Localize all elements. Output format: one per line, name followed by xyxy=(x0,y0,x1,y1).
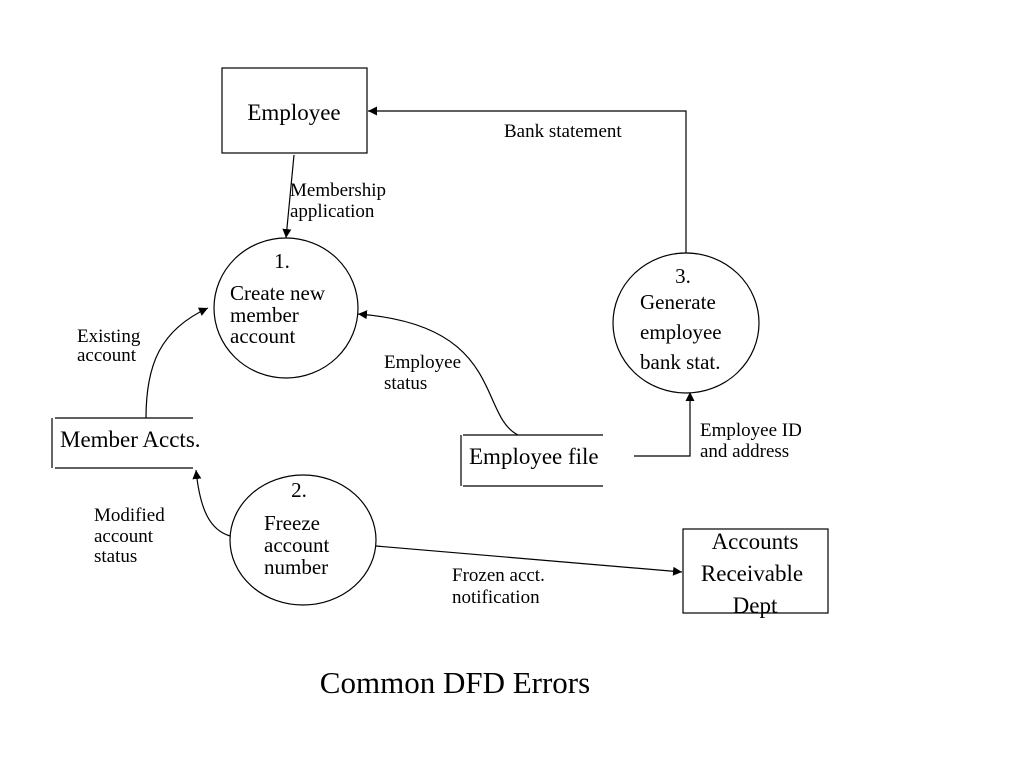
flow-employee-status-label-1: Employee xyxy=(384,352,461,373)
process-2-number: 2. xyxy=(291,478,307,502)
flow-employee-id-address-label-2: and address xyxy=(700,441,789,462)
process-3-label-1: Generate xyxy=(640,290,716,314)
process-3-number: 3. xyxy=(675,264,691,288)
entity-employee-label: Employee xyxy=(247,100,340,125)
process-1-label-3: account xyxy=(230,324,295,348)
process-1-number: 1. xyxy=(274,249,290,273)
flow-employee-id-address-line xyxy=(634,392,695,457)
flow-bank-statement-label: Bank statement xyxy=(504,121,622,142)
store-member-accts: Member Accts. xyxy=(51,417,201,469)
flow-frozen-acct-notification-label-2: notification xyxy=(452,587,540,608)
flow-membership-application-label-2: application xyxy=(290,201,375,222)
entity-accounts-receivable-label-3: Dept xyxy=(733,593,778,618)
process-2-label-3: number xyxy=(264,555,328,579)
process-1-label-2: member xyxy=(230,303,299,327)
flow-membership-application-line xyxy=(282,154,295,239)
process-3: 3. Generate employee bank stat. xyxy=(612,252,760,394)
entity-accounts-receivable-label-2: Receivable xyxy=(701,561,803,586)
flow-modified-account-status-label-2: account xyxy=(94,526,154,547)
flow-frozen-acct-notification-line xyxy=(375,545,683,576)
store-member-accts-label: Member Accts. xyxy=(60,427,201,452)
flow-existing-account-label-2: account xyxy=(77,345,137,366)
slide-title: Common DFD Errors xyxy=(320,665,590,700)
store-employee-file: Employee file xyxy=(460,434,603,487)
store-employee-file-label: Employee file xyxy=(469,444,599,469)
process-3-label-3: bank stat. xyxy=(640,350,720,374)
entity-accounts-receivable: Accounts Receivable Dept xyxy=(682,528,829,618)
flow-existing-account-label-1: Existing xyxy=(77,326,141,347)
process-2-label-2: account xyxy=(264,533,329,557)
entity-accounts-receivable-label-1: Accounts xyxy=(712,529,799,554)
flow-employee-status-label-2: status xyxy=(384,373,427,394)
flow-modified-account-status-label-1: Modified xyxy=(94,505,165,526)
process-1-label-1: Create new xyxy=(230,281,326,305)
flow-modified-account-status-line xyxy=(192,469,231,537)
flow-modified-account-status-label-3: status xyxy=(94,546,137,567)
process-3-label-2: employee xyxy=(640,320,722,344)
flow-employee-status-line xyxy=(357,310,519,436)
flow-membership-application-label-1: Membership xyxy=(290,180,386,201)
flow-frozen-acct-notification-label-1: Frozen acct. xyxy=(452,565,545,586)
process-2: 2. Freeze account number xyxy=(229,474,377,606)
process-1: 1. Create new member account xyxy=(213,237,359,379)
process-2-label-1: Freeze xyxy=(264,511,320,535)
flow-existing-account-line xyxy=(145,307,209,419)
entity-employee: Employee xyxy=(221,67,368,154)
flow-employee-id-address-label-1: Employee ID xyxy=(700,420,802,441)
flow-bank-statement-line xyxy=(368,106,687,253)
